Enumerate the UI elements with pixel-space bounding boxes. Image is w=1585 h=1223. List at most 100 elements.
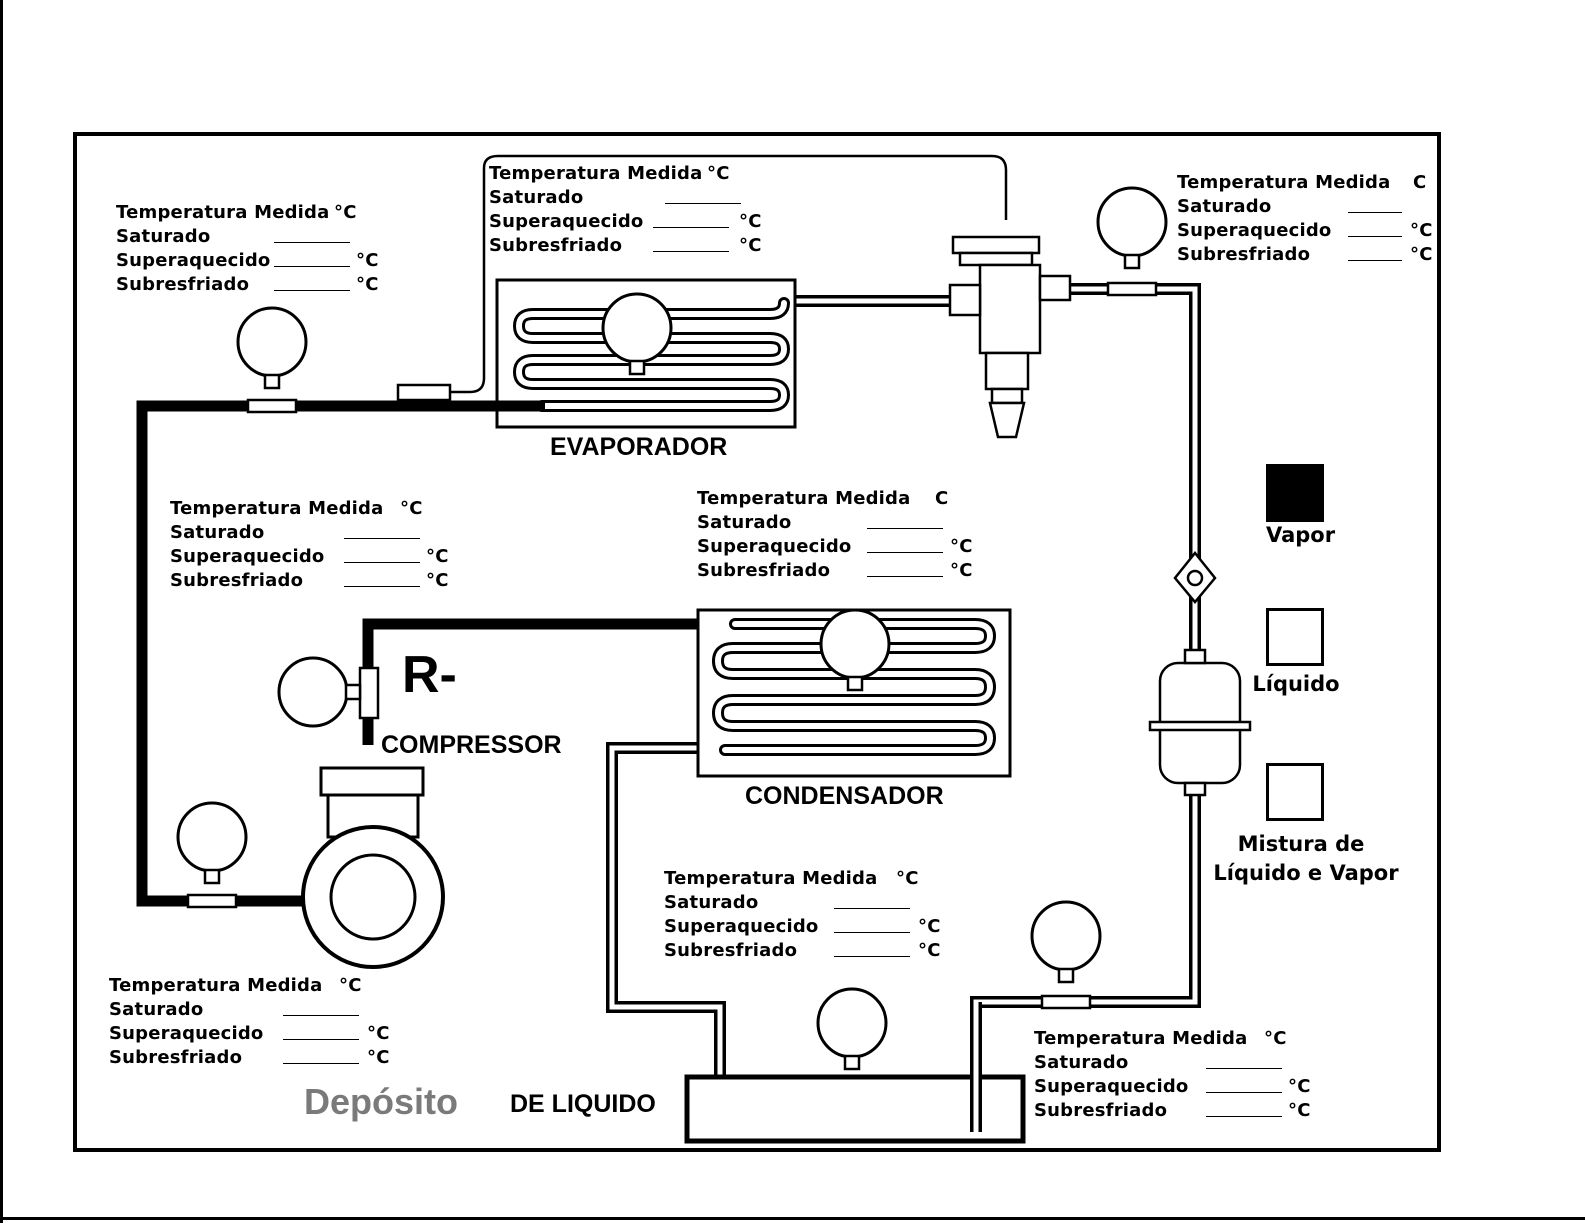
unit-label: °C	[1288, 1076, 1311, 1097]
subcooled-blank[interactable]	[867, 576, 943, 577]
expansion-valve	[948, 235, 1072, 439]
subcooled-label: Subresfriado	[116, 274, 250, 295]
unit-label: °C	[707, 163, 730, 184]
unit-label: °C	[356, 274, 379, 295]
subcooled-label: Subresfriado	[1034, 1100, 1168, 1121]
saturated-blank[interactable]	[1348, 212, 1402, 213]
saturated-label: Saturado	[489, 187, 584, 208]
measured-temp-label: Temperatura Medida	[697, 488, 911, 509]
legend-liquid-label: Líquido	[1252, 672, 1340, 696]
subcooled-label: Subresfriado	[1177, 244, 1311, 265]
superheated-blank[interactable]	[867, 552, 943, 553]
saturated-label: Saturado	[664, 892, 759, 913]
superheated-label: Superaquecido	[697, 536, 852, 557]
subcooled-label: Subresfriado	[489, 235, 623, 256]
subcooled-label: Subresfriado	[170, 570, 304, 591]
unit-label: °C	[367, 1047, 390, 1068]
evaporator-label: EVAPORADOR	[550, 433, 728, 461]
unit-label: °C	[400, 498, 423, 519]
superheated-label: Superaquecido	[664, 916, 819, 937]
measured-temp-label: Temperatura Medida	[116, 202, 330, 223]
saturated-blank[interactable]	[283, 1015, 359, 1016]
superheated-label: Superaquecido	[489, 211, 644, 232]
subcooled-blank[interactable]	[1206, 1116, 1282, 1117]
saturated-blank[interactable]	[274, 242, 350, 243]
superheated-blank[interactable]	[283, 1039, 359, 1040]
saturated-blank[interactable]	[834, 908, 910, 909]
subcooled-label: Subresfriado	[664, 940, 798, 961]
subcooled-blank[interactable]	[274, 290, 350, 291]
subcooled-blank[interactable]	[834, 956, 910, 957]
superheated-label: Superaquecido	[1034, 1076, 1189, 1097]
measurement-panel-top-left: Temperatura Medida°C Saturado Superaquec…	[116, 201, 386, 297]
saturated-blank[interactable]	[344, 538, 420, 539]
unit-label: °C	[1288, 1100, 1311, 1121]
measurement-panel-mid-left: Temperatura Medida °C Saturado Superaquec…	[170, 497, 450, 593]
measured-temp-label: Temperatura Medida	[109, 975, 323, 996]
superheated-blank[interactable]	[274, 266, 350, 267]
unit-label: °C	[367, 1023, 390, 1044]
saturated-blank[interactable]	[665, 203, 741, 204]
superheated-blank[interactable]	[653, 227, 729, 228]
legend-vapor-swatch	[1266, 464, 1324, 522]
unit-label: °C	[918, 940, 941, 961]
diagram-frame	[73, 132, 1441, 1152]
receiver-label-word1: Depósito	[304, 1081, 459, 1122]
saturated-blank[interactable]	[867, 528, 943, 529]
gauge-suction	[236, 306, 308, 414]
subcooled-blank[interactable]	[653, 251, 729, 252]
superheated-blank[interactable]	[834, 932, 910, 933]
superheated-blank[interactable]	[344, 562, 420, 563]
measurement-panel-bottom-center: Temperatura Medida°C Saturado Superaquec…	[664, 867, 954, 963]
measurement-panel-top-center: Temperatura Medida°C Saturado Superaquec…	[489, 162, 779, 258]
sight-glass	[1173, 550, 1217, 604]
superheated-blank[interactable]	[1348, 236, 1402, 237]
gauge-receiver	[816, 987, 888, 1071]
legend-mixture-label-2: Líquido e Vapor	[1213, 861, 1399, 885]
measurement-panel-bottom-left: Temperatura Medida°C Saturado Superaquec…	[109, 974, 399, 1070]
saturated-blank[interactable]	[1206, 1068, 1282, 1069]
superheated-label: Superaquecido	[170, 546, 325, 567]
gauge-compressor-inlet	[176, 801, 248, 909]
saturated-label: Saturado	[170, 522, 265, 543]
subcooled-blank[interactable]	[283, 1063, 359, 1064]
measured-temp-label: Temperatura Medida	[1177, 172, 1391, 193]
unit-label: °C	[1410, 244, 1433, 265]
unit-label: °C	[1264, 1028, 1287, 1049]
receiver-label-word2: DE LIQUIDO	[510, 1090, 656, 1118]
unit-label: °C	[339, 975, 362, 996]
saturated-label: Saturado	[109, 999, 204, 1020]
compressor-label: COMPRESSOR	[381, 731, 562, 759]
unit-label: °C	[950, 560, 973, 581]
sensing-bulb-line	[450, 154, 1008, 394]
measured-temp-label: Temperatura Medida	[489, 163, 703, 184]
legend-liquid-swatch	[1266, 608, 1324, 666]
saturated-label: Saturado	[1034, 1052, 1129, 1073]
unit-label: °C	[356, 250, 379, 271]
unit-label: °C	[896, 868, 919, 889]
condenser-label: CONDENSADOR	[745, 782, 944, 810]
measured-temp-label: Temperatura Medida	[170, 498, 384, 519]
subcooled-label: Subresfriado	[109, 1047, 243, 1068]
superheated-label: Superaquecido	[116, 250, 271, 271]
unit-label: °C	[426, 570, 449, 591]
unit-label: °C	[426, 546, 449, 567]
unit-label: °C	[950, 536, 973, 557]
superheated-blank[interactable]	[1206, 1092, 1282, 1093]
subcooled-blank[interactable]	[1348, 260, 1402, 261]
sensing-bulb	[396, 383, 452, 402]
measurement-panel-bottom-right: Temperatura Medida °C Saturado Superaquec…	[1034, 1027, 1334, 1123]
condenser-unit	[696, 608, 1012, 778]
gauge-liquid-line	[1030, 900, 1102, 1010]
gauge-discharge	[277, 656, 380, 728]
refrigerant-label: R-	[402, 646, 457, 704]
subcooled-blank[interactable]	[344, 586, 420, 587]
subcooled-label: Subresfriado	[697, 560, 831, 581]
unit-label: °C	[739, 211, 762, 232]
measured-temp-label: Temperatura Medida	[1034, 1028, 1248, 1049]
superheated-label: Superaquecido	[1177, 220, 1332, 241]
page-edge-left	[0, 0, 3, 1223]
